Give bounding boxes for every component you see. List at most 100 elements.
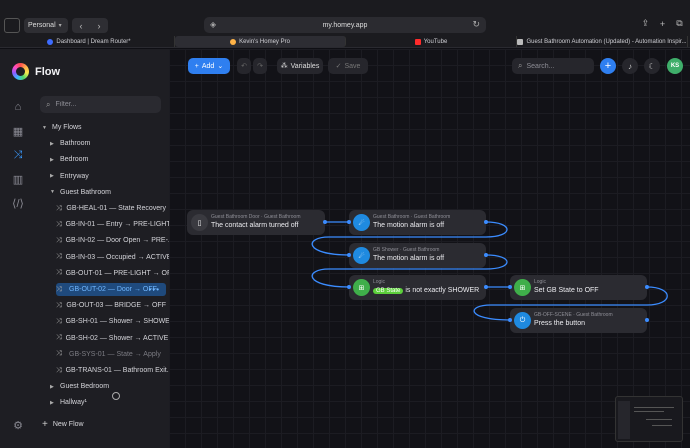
tree-flow-item[interactable]: ⤨GB-OUT-03 — BRIDGE → OFF (56, 299, 166, 312)
flow-item-icon: ⤨ (56, 301, 62, 309)
save-button[interactable]: ✓ Save (328, 58, 368, 74)
output-port[interactable] (323, 220, 327, 224)
share-icon[interactable]: ⇪ (641, 18, 650, 28)
add-round-button[interactable]: + (600, 58, 616, 74)
flow-icon[interactable]: ⤨ (13, 148, 23, 161)
plus-icon: + (604, 60, 612, 72)
button-device-icon: ⏻ (514, 312, 531, 329)
tab-label: Kevin's Homey Pro (239, 38, 290, 45)
reload-icon[interactable]: ↻ (472, 19, 480, 29)
tree-flow-item[interactable]: ⤨GB-HEAL-01 — State Recovery (56, 202, 166, 215)
input-port[interactable] (347, 220, 351, 224)
tree-flow-item[interactable]: ⤨GB-OUT-02 — Door → OFF••• (56, 283, 166, 296)
tree-folder-my-flows[interactable]: ▼ My Flows (42, 121, 166, 134)
tree-flow-item[interactable]: ⤨GB-SH-02 — Shower → ACTIVE (56, 332, 168, 345)
card-subtitle: GB Shower · Guest Bathroom (373, 247, 440, 253)
card-subtitle: Guest Bathroom Door · Guest Bathroom (211, 214, 301, 220)
forward-icon[interactable]: › (97, 20, 101, 31)
output-port[interactable] (484, 253, 488, 257)
add-label: Add (201, 62, 215, 70)
search-field[interactable]: ⌕ (512, 58, 594, 74)
tree-folder-guest-bathroom[interactable]: ▼Guest Bathroom (50, 186, 166, 199)
browser-tab[interactable]: Kevin's Homey Pro (175, 36, 346, 47)
devices-grid-icon[interactable]: ▦ (12, 125, 24, 138)
new-tab-icon[interactable]: + (659, 18, 666, 29)
tree-folder[interactable]: ▶Guest Bedroom (50, 380, 166, 393)
home-icon[interactable]: ⌂ (14, 101, 22, 113)
tree-folder[interactable]: ▶ Hallway¹ (50, 396, 166, 409)
filter-input[interactable] (55, 101, 146, 108)
chevron-down-icon: ▾ (58, 23, 62, 29)
avatar[interactable]: KS (667, 58, 683, 74)
chevron-right-icon[interactable]: ▶ (50, 156, 54, 163)
browser-tab[interactable]: Dashboard | Dream Router* (4, 36, 175, 47)
motion-sensor-icon: ☄ (353, 247, 370, 264)
tree-flow-item[interactable]: ⤨GB-IN-02 — Door Open → PRE-... (56, 234, 174, 247)
add-button[interactable]: + Add ⌄ (188, 58, 230, 74)
output-port[interactable] (484, 285, 488, 289)
chevron-right-icon[interactable]: ▶ (50, 140, 54, 147)
undo-button[interactable]: ↶ (237, 58, 251, 74)
input-port[interactable] (508, 318, 512, 322)
output-port[interactable] (645, 318, 649, 322)
search-icon: ⌕ (46, 99, 51, 109)
sidebar-toggle-icon[interactable] (4, 18, 20, 33)
new-flow-button[interactable]: + New Flow (42, 419, 84, 430)
tree-folder[interactable]: ▶Bedroom (50, 153, 166, 166)
chevron-right-icon[interactable]: ▶ (50, 173, 54, 180)
input-port[interactable] (347, 285, 351, 289)
profile-switcher[interactable]: Personal ▾ (24, 18, 68, 33)
tree-flow-item[interactable]: ⤨GB-SH-01 — Shower → SHOWER (56, 315, 175, 328)
settings-gear-icon[interactable]: ⚙ (13, 419, 23, 432)
tree-folder[interactable]: ▶Bathroom (50, 137, 166, 150)
output-port[interactable] (484, 220, 488, 224)
tree-item-label: Entryway (60, 172, 89, 180)
chevron-right-icon[interactable]: ▶ (50, 399, 54, 406)
tree-item-label: GB-IN-02 — Door Open → PRE-... (65, 237, 174, 245)
card-title: The contact alarm turned off (211, 222, 299, 229)
tree-flow-item[interactable]: ⤨GB-SYS-01 — State → Apply (56, 348, 166, 361)
tree-flow-item[interactable]: ⤨GB-OUT-01 — PRE-LIGHT → OFF (56, 267, 176, 280)
tab-overview-icon[interactable]: ⧉ (676, 18, 683, 28)
minimap[interactable] (615, 396, 683, 442)
search-input[interactable] (526, 62, 587, 70)
input-port[interactable] (508, 285, 512, 289)
filter-field[interactable]: ⌕ (40, 96, 161, 113)
chevron-down-icon[interactable]: ▼ (42, 124, 47, 131)
output-port[interactable] (645, 285, 649, 289)
mouse-cursor-icon (112, 392, 120, 400)
tree-item-label: GB-SYS-01 — State → Apply (69, 350, 161, 358)
tree-item-label: My Flows (52, 124, 82, 131)
tree-item-label: GB-OUT-02 — Door → OFF (69, 286, 157, 293)
redo-button[interactable]: ↷ (253, 58, 267, 74)
input-port[interactable] (347, 253, 351, 257)
notifications-button[interactable]: ♪ (622, 58, 638, 74)
browser-tab[interactable]: Guest Bathroom Automation (Updated) - Au… (517, 36, 688, 47)
variables-button[interactable]: ⁂ Variables (277, 58, 323, 74)
undo-icon: ↶ (241, 63, 247, 70)
address-bar[interactable]: ◈ my.homey.app ↻ (204, 17, 486, 33)
code-icon[interactable]: ⟨/⟩ (12, 197, 24, 210)
insights-icon[interactable]: ▥ (12, 173, 24, 186)
browser-tab[interactable]: YouTube (346, 36, 517, 47)
theme-button[interactable]: ☾ (644, 58, 660, 74)
tree-flow-item[interactable]: ⤨GB-IN-03 — Occupied → ACTIVE (56, 251, 171, 264)
card-subtitle: Guest Bathroom · Guest Bathroom (373, 214, 451, 220)
flow-canvas[interactable]: + Add ⌄ ↶ ↷ ⁂ Variables ✓ Save ⌕ + ♪ ☾ K… (169, 49, 690, 448)
tree-flow-item[interactable]: ⤨GB-IN-01 — Entry → PRE-LIGHT (56, 218, 171, 231)
back-icon[interactable]: ‹ (79, 20, 83, 31)
more-options-icon[interactable]: ••• (148, 285, 160, 294)
tree-flow-item[interactable]: ⤨GB-TRANS-01 — Bathroom Exit... (56, 364, 173, 377)
tree-item-label: Hallway¹ (60, 399, 87, 407)
chevron-right-icon[interactable]: ▶ (50, 383, 54, 390)
tree-folder[interactable]: ▶ Entryway (50, 170, 166, 183)
card-title: Press the button (534, 320, 585, 327)
card-title-rest: is not exactly SHOWER (405, 287, 480, 294)
chevron-down-icon[interactable]: ▼ (50, 189, 55, 196)
